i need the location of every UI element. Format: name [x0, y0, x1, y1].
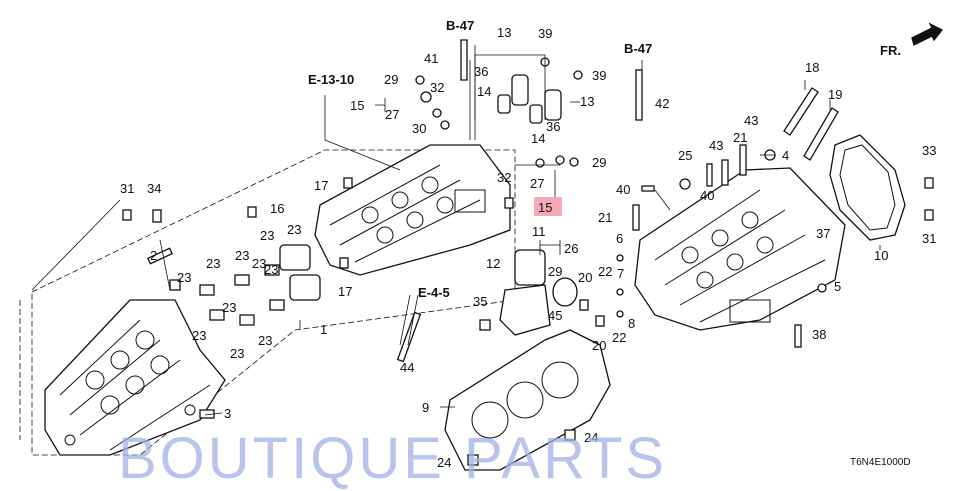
callout: 2: [150, 248, 157, 263]
callout: 31: [922, 231, 936, 246]
callout: 44: [400, 360, 414, 375]
callout: 24: [437, 455, 451, 470]
callout: 27: [385, 107, 399, 122]
head-gasket: [444, 329, 611, 471]
callout: 17: [314, 178, 328, 193]
callout: 39: [592, 68, 606, 83]
bolts: [122, 39, 934, 466]
callout: 23: [192, 328, 206, 343]
callout: 21: [598, 210, 612, 225]
left-cylinder-head: [44, 299, 226, 456]
diagram-code: T6N4E1000D: [850, 457, 911, 468]
callout: 26: [564, 241, 578, 256]
callout: 12: [486, 256, 500, 271]
spool-valve-assembly: [499, 249, 578, 336]
callout: 22: [612, 330, 626, 345]
callout: 45: [548, 308, 562, 323]
front-direction-indicator: FR.: [880, 22, 944, 58]
callout: 33: [922, 143, 936, 158]
assembly-outline: [31, 149, 516, 456]
callout: 35: [473, 294, 487, 309]
callout: 36: [546, 119, 560, 134]
callout: 19: [828, 87, 842, 102]
callout: 31: [120, 181, 134, 196]
ref-b47-right: B-47: [624, 41, 652, 56]
callout: 13: [497, 25, 511, 40]
callout: 15: [350, 98, 364, 113]
callout: 10: [874, 248, 888, 263]
callout: 23: [252, 256, 266, 271]
callout: 39: [538, 26, 552, 41]
cover-gasket: [829, 134, 906, 241]
callout: 36: [474, 64, 488, 79]
callout: 41: [424, 51, 438, 66]
watermark: BOUTIQUE PARTS: [118, 426, 667, 491]
callout: 40: [616, 182, 630, 197]
callout: 21: [733, 130, 747, 145]
callout-numbers: 1 2 3 4 5 6 7 8 9 10 11 12 13 13 14 14 1…: [120, 25, 936, 470]
callout: 23: [258, 333, 272, 348]
injector-group-right: [529, 70, 583, 124]
callout: 22: [598, 264, 612, 279]
front-arrow-icon: [911, 22, 944, 46]
callout: 6: [616, 231, 623, 246]
callout: 38: [812, 327, 826, 342]
callout: 40: [700, 188, 714, 203]
callout: 29: [384, 72, 398, 87]
callout: 23: [287, 222, 301, 237]
callout: 24: [584, 430, 598, 445]
ref-e45: E-4-5: [418, 285, 450, 300]
injector-group-left: [497, 57, 550, 114]
callout: 18: [805, 60, 819, 75]
callout: 42: [655, 96, 669, 111]
callout: 23: [235, 248, 249, 263]
callout: 3: [224, 406, 231, 421]
callout: 23: [222, 300, 236, 315]
callout: 5: [834, 279, 841, 294]
callout: 8: [628, 316, 635, 331]
callout: 43: [709, 138, 723, 153]
ref-e1310: E-13-10: [308, 72, 354, 87]
callout: 20: [578, 270, 592, 285]
right-cylinder-head: [634, 167, 846, 331]
callout: 43: [744, 113, 758, 128]
highlight-part-15: [534, 197, 562, 216]
callout: 25: [678, 148, 692, 163]
callout: 23: [260, 228, 274, 243]
upper-cylinder-head: [314, 144, 511, 276]
direction-label: FR.: [880, 43, 901, 58]
callout: 17: [338, 284, 352, 299]
ref-b47-left: B-47: [446, 18, 474, 33]
callout: 32: [430, 80, 444, 95]
callout: 32: [497, 170, 511, 185]
callout: 4: [782, 148, 789, 163]
callout: 14: [477, 84, 491, 99]
callout: 29: [592, 155, 606, 170]
callout: 29: [548, 264, 562, 279]
callout: 23: [206, 256, 220, 271]
callout: 23: [230, 346, 244, 361]
callout: 20: [592, 338, 606, 353]
callout: 16: [270, 201, 284, 216]
callout: 1: [320, 322, 327, 337]
callout: 23: [177, 270, 191, 285]
callout: 9: [422, 400, 429, 415]
callout: 15: [538, 200, 552, 215]
callout: 13: [580, 94, 594, 109]
leader-lines: [31, 45, 881, 416]
callout: 37: [816, 226, 830, 241]
callout: 14: [531, 131, 545, 146]
callout: 34: [147, 181, 161, 196]
callout: 7: [617, 266, 624, 281]
rocker-arm-parts: [169, 244, 321, 419]
callout: 11: [532, 224, 546, 239]
callout: 23: [264, 262, 278, 277]
callout: 27: [530, 176, 544, 191]
callout: 30: [412, 121, 426, 136]
